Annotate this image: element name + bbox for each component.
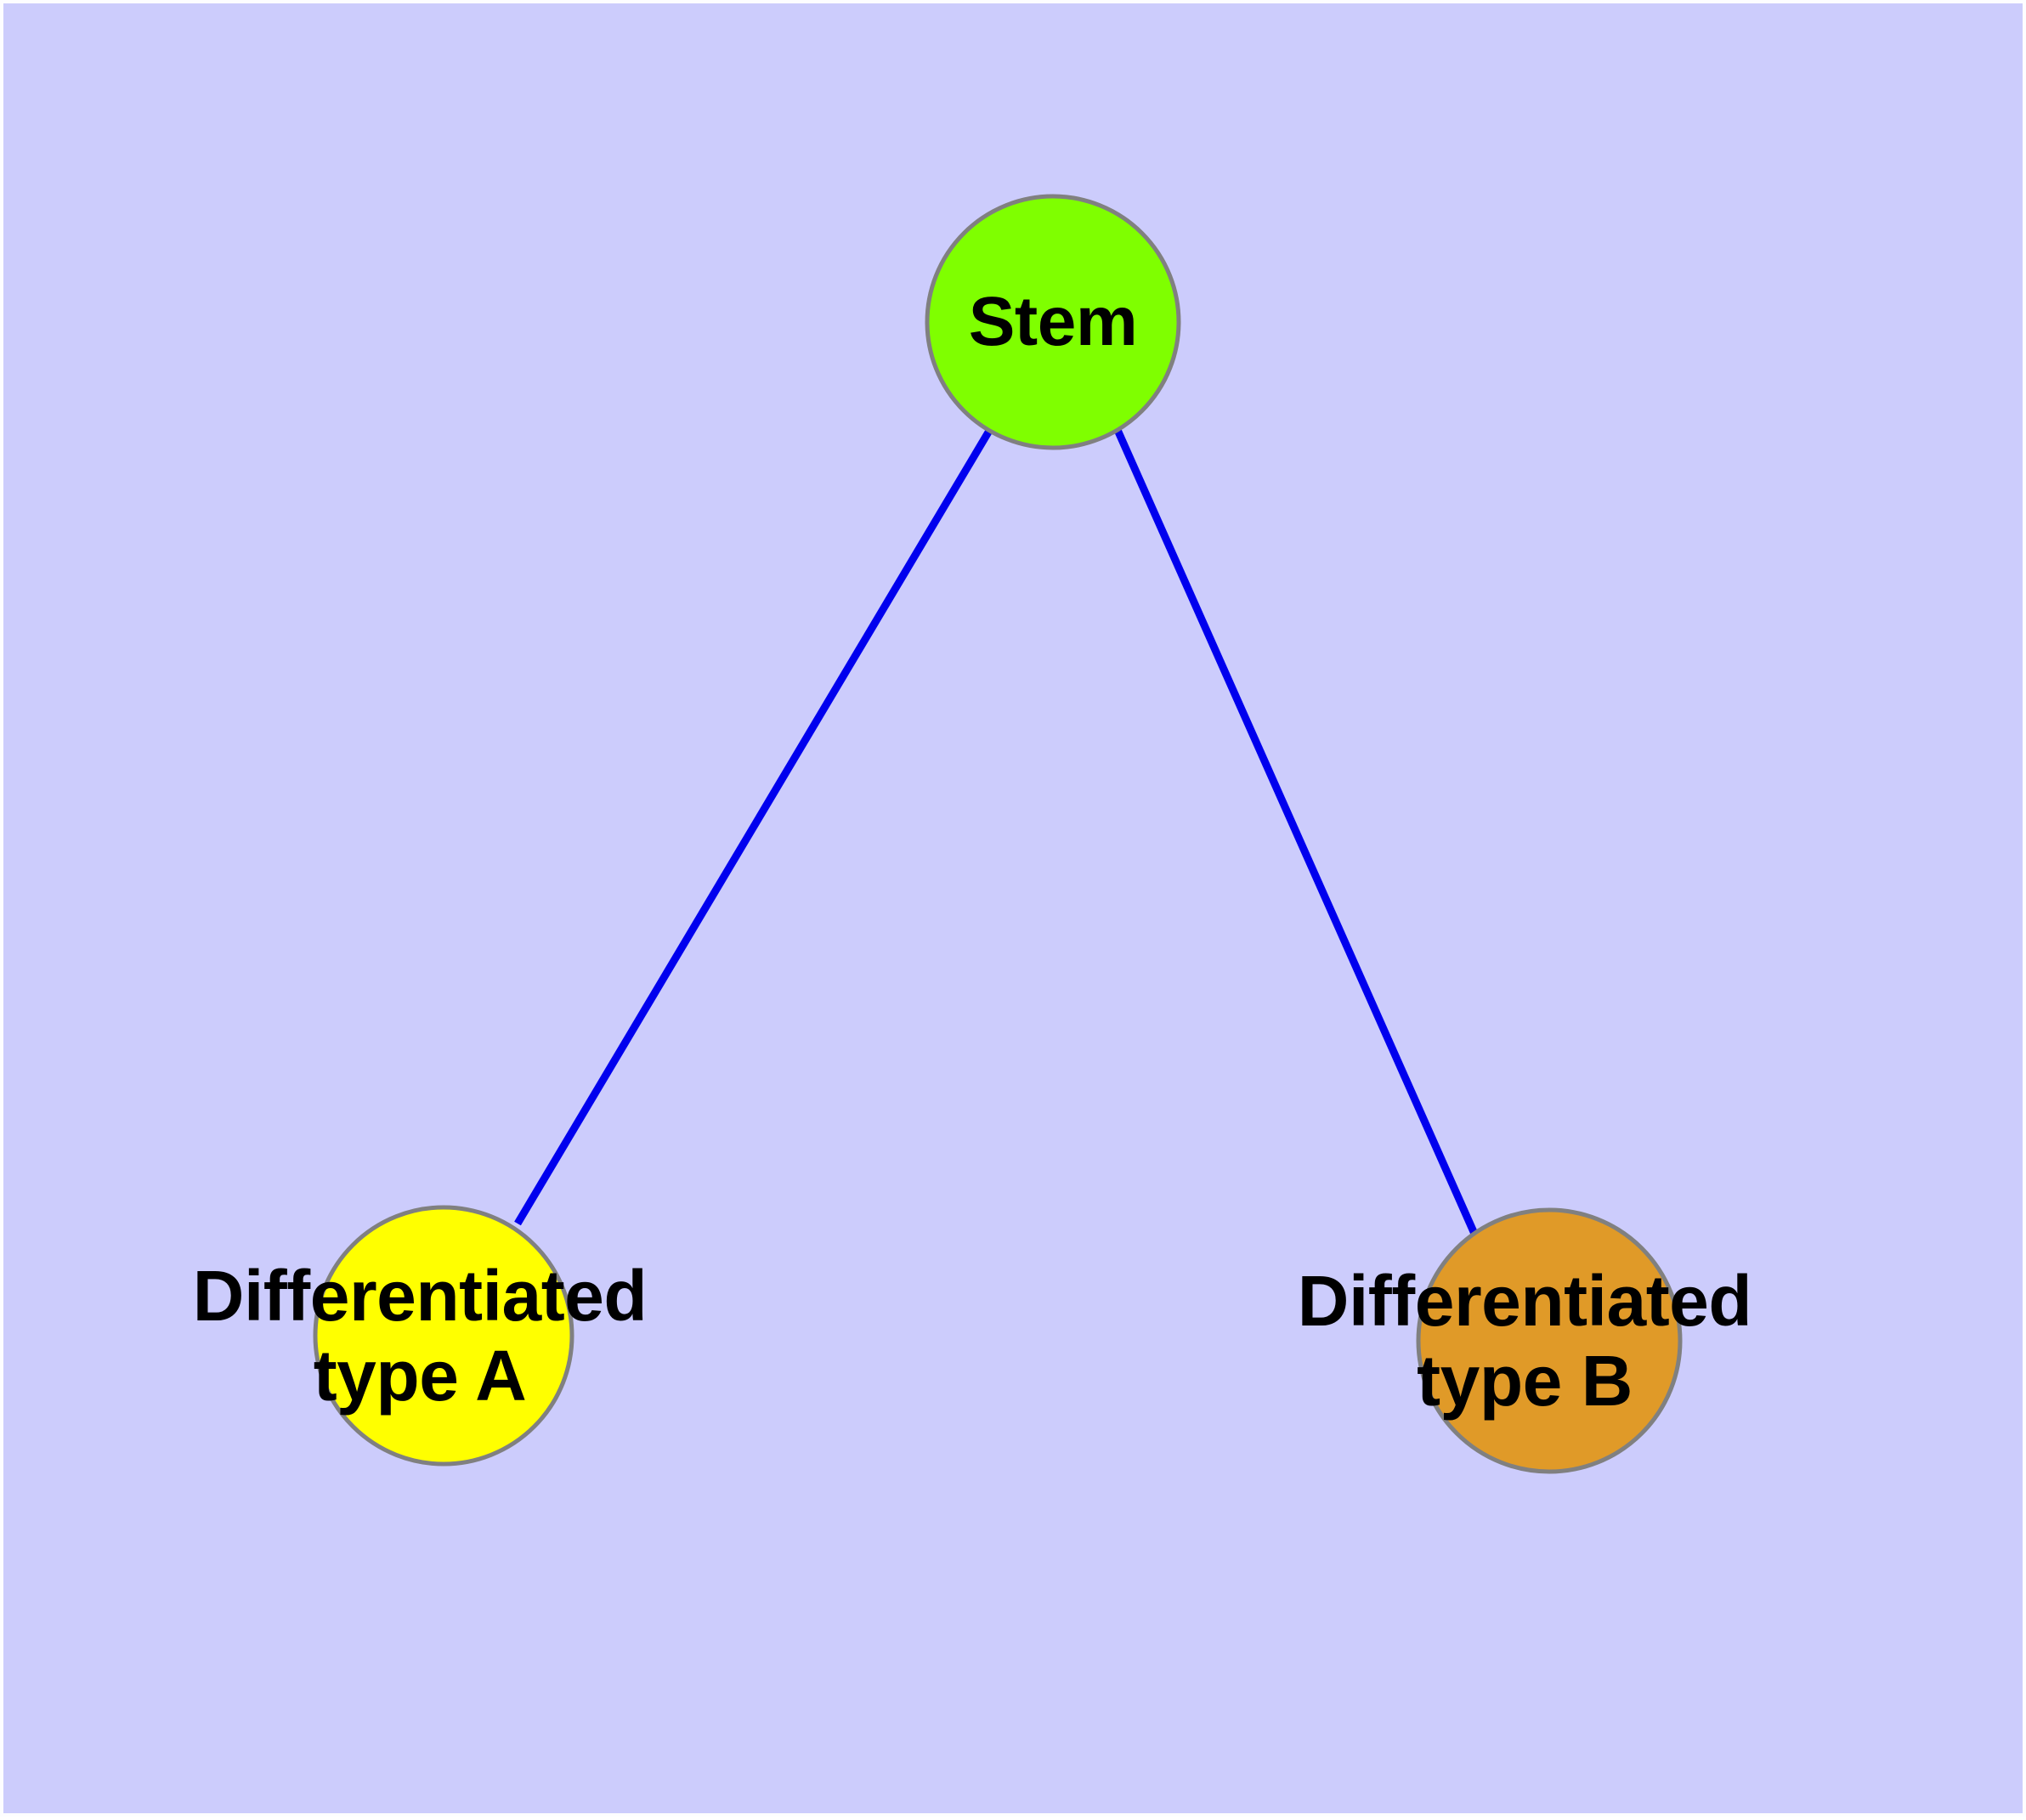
node-circle-diff-b[interactable] [1416,1207,1683,1474]
node-circle-stem[interactable] [925,194,1181,450]
edge-stem-to-diff-b[interactable] [1113,428,1479,1235]
graph-svg [313,194,1683,1474]
edge-layer [514,428,1479,1235]
edge-stem-to-diff-a[interactable] [514,428,993,1226]
node-layer [313,194,1683,1474]
node-circle-diff-a[interactable] [313,1205,574,1467]
